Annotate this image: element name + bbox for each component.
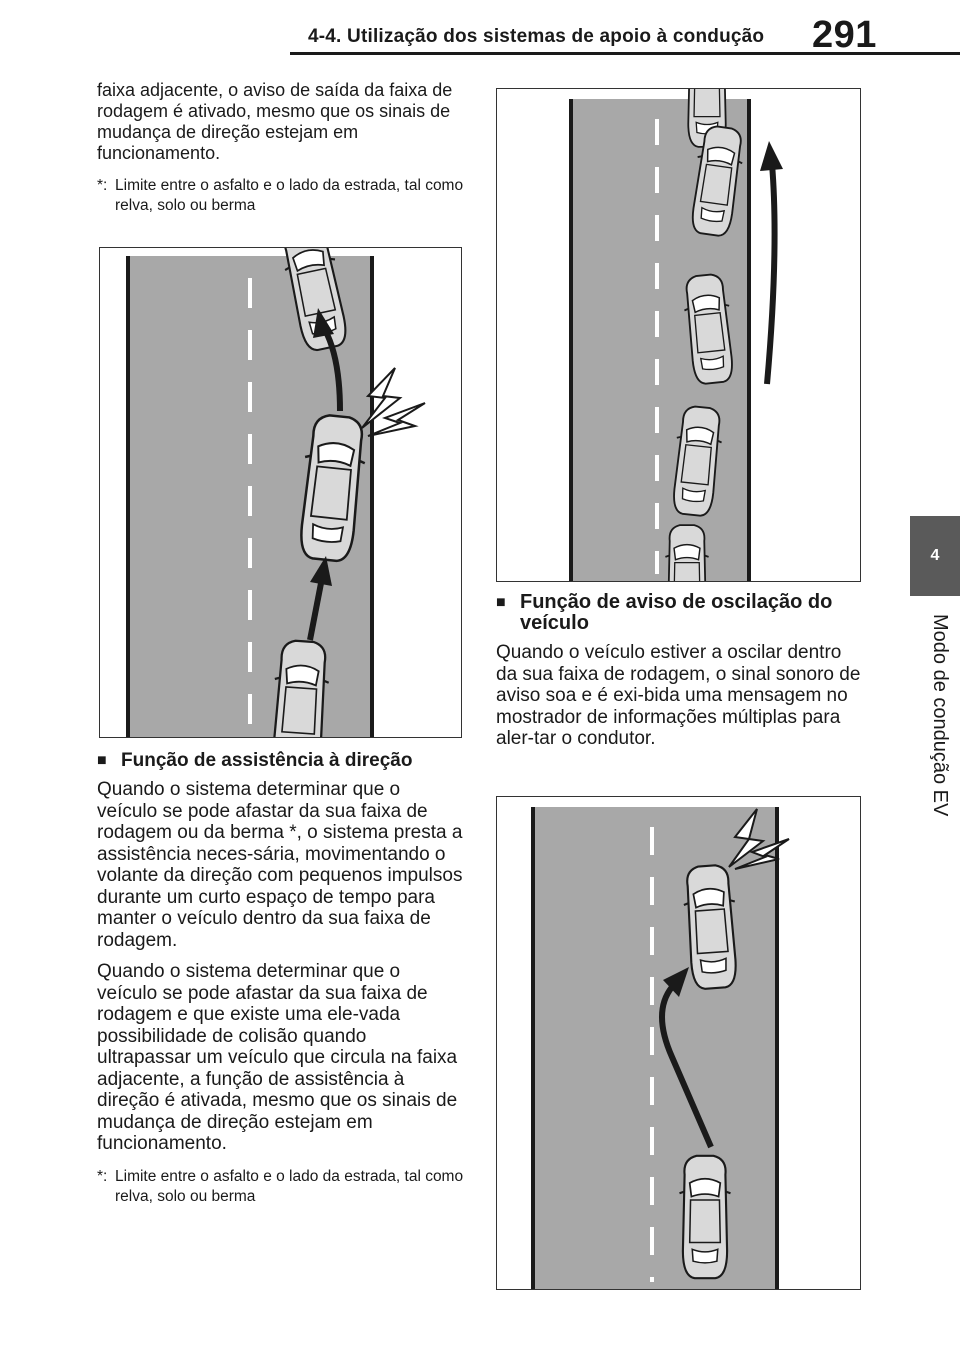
page-number: 291 (812, 14, 877, 56)
section-sway-warning: ■ Função de aviso de oscilação do veícul… (496, 592, 861, 760)
footnote-2: *: Limite entre o asfalto e o lado da es… (97, 1167, 465, 1207)
section-steering-assist: ■ Função de assistência à direção Quando… (97, 750, 465, 1207)
footnote-mark: *: (97, 1167, 108, 1185)
steering-paragraph-1: Quando o sistema determinar que o veícul… (97, 779, 463, 951)
section-title-steering: ■ Função de assistência à direção (97, 750, 465, 771)
figure-sway-warning (496, 796, 861, 1290)
section-header-title: 4-4. Utilização dos sistemas de apoio à … (308, 26, 765, 47)
section-marker: ■ (496, 594, 506, 611)
footnote-text: Limite entre o asfalto e o lado da estra… (115, 1167, 464, 1205)
left-intro: faixa adjacente, o aviso de saída da fai… (97, 80, 465, 216)
figure-lane-drift (496, 88, 861, 582)
sway-paragraph: Quando o veículo estiver a oscilar dentr… (496, 642, 861, 749)
figure-steering-assist (99, 247, 462, 738)
section-title-text: Função de assistência à direção (121, 750, 413, 771)
chapter-label: Modo de condução EV (929, 614, 951, 817)
footnote-mark: *: (97, 177, 108, 194)
section-title-text: Função de aviso de oscilação do veículo (520, 591, 833, 634)
footnote-text: Limite entre o asfalto e o lado da estra… (115, 177, 464, 214)
section-marker: ■ (97, 752, 107, 769)
header-rule (290, 52, 960, 55)
footnote-1: *: Limite entre o asfalto e o lado da es… (97, 176, 465, 216)
chapter-tab: 4 (910, 516, 960, 596)
intro-paragraph: faixa adjacente, o aviso de saída da fai… (97, 80, 453, 163)
section-title-sway: ■ Função de aviso de oscilação do veícul… (496, 592, 861, 634)
steering-paragraph-2: Quando o sistema determinar que o veícul… (97, 961, 458, 1154)
